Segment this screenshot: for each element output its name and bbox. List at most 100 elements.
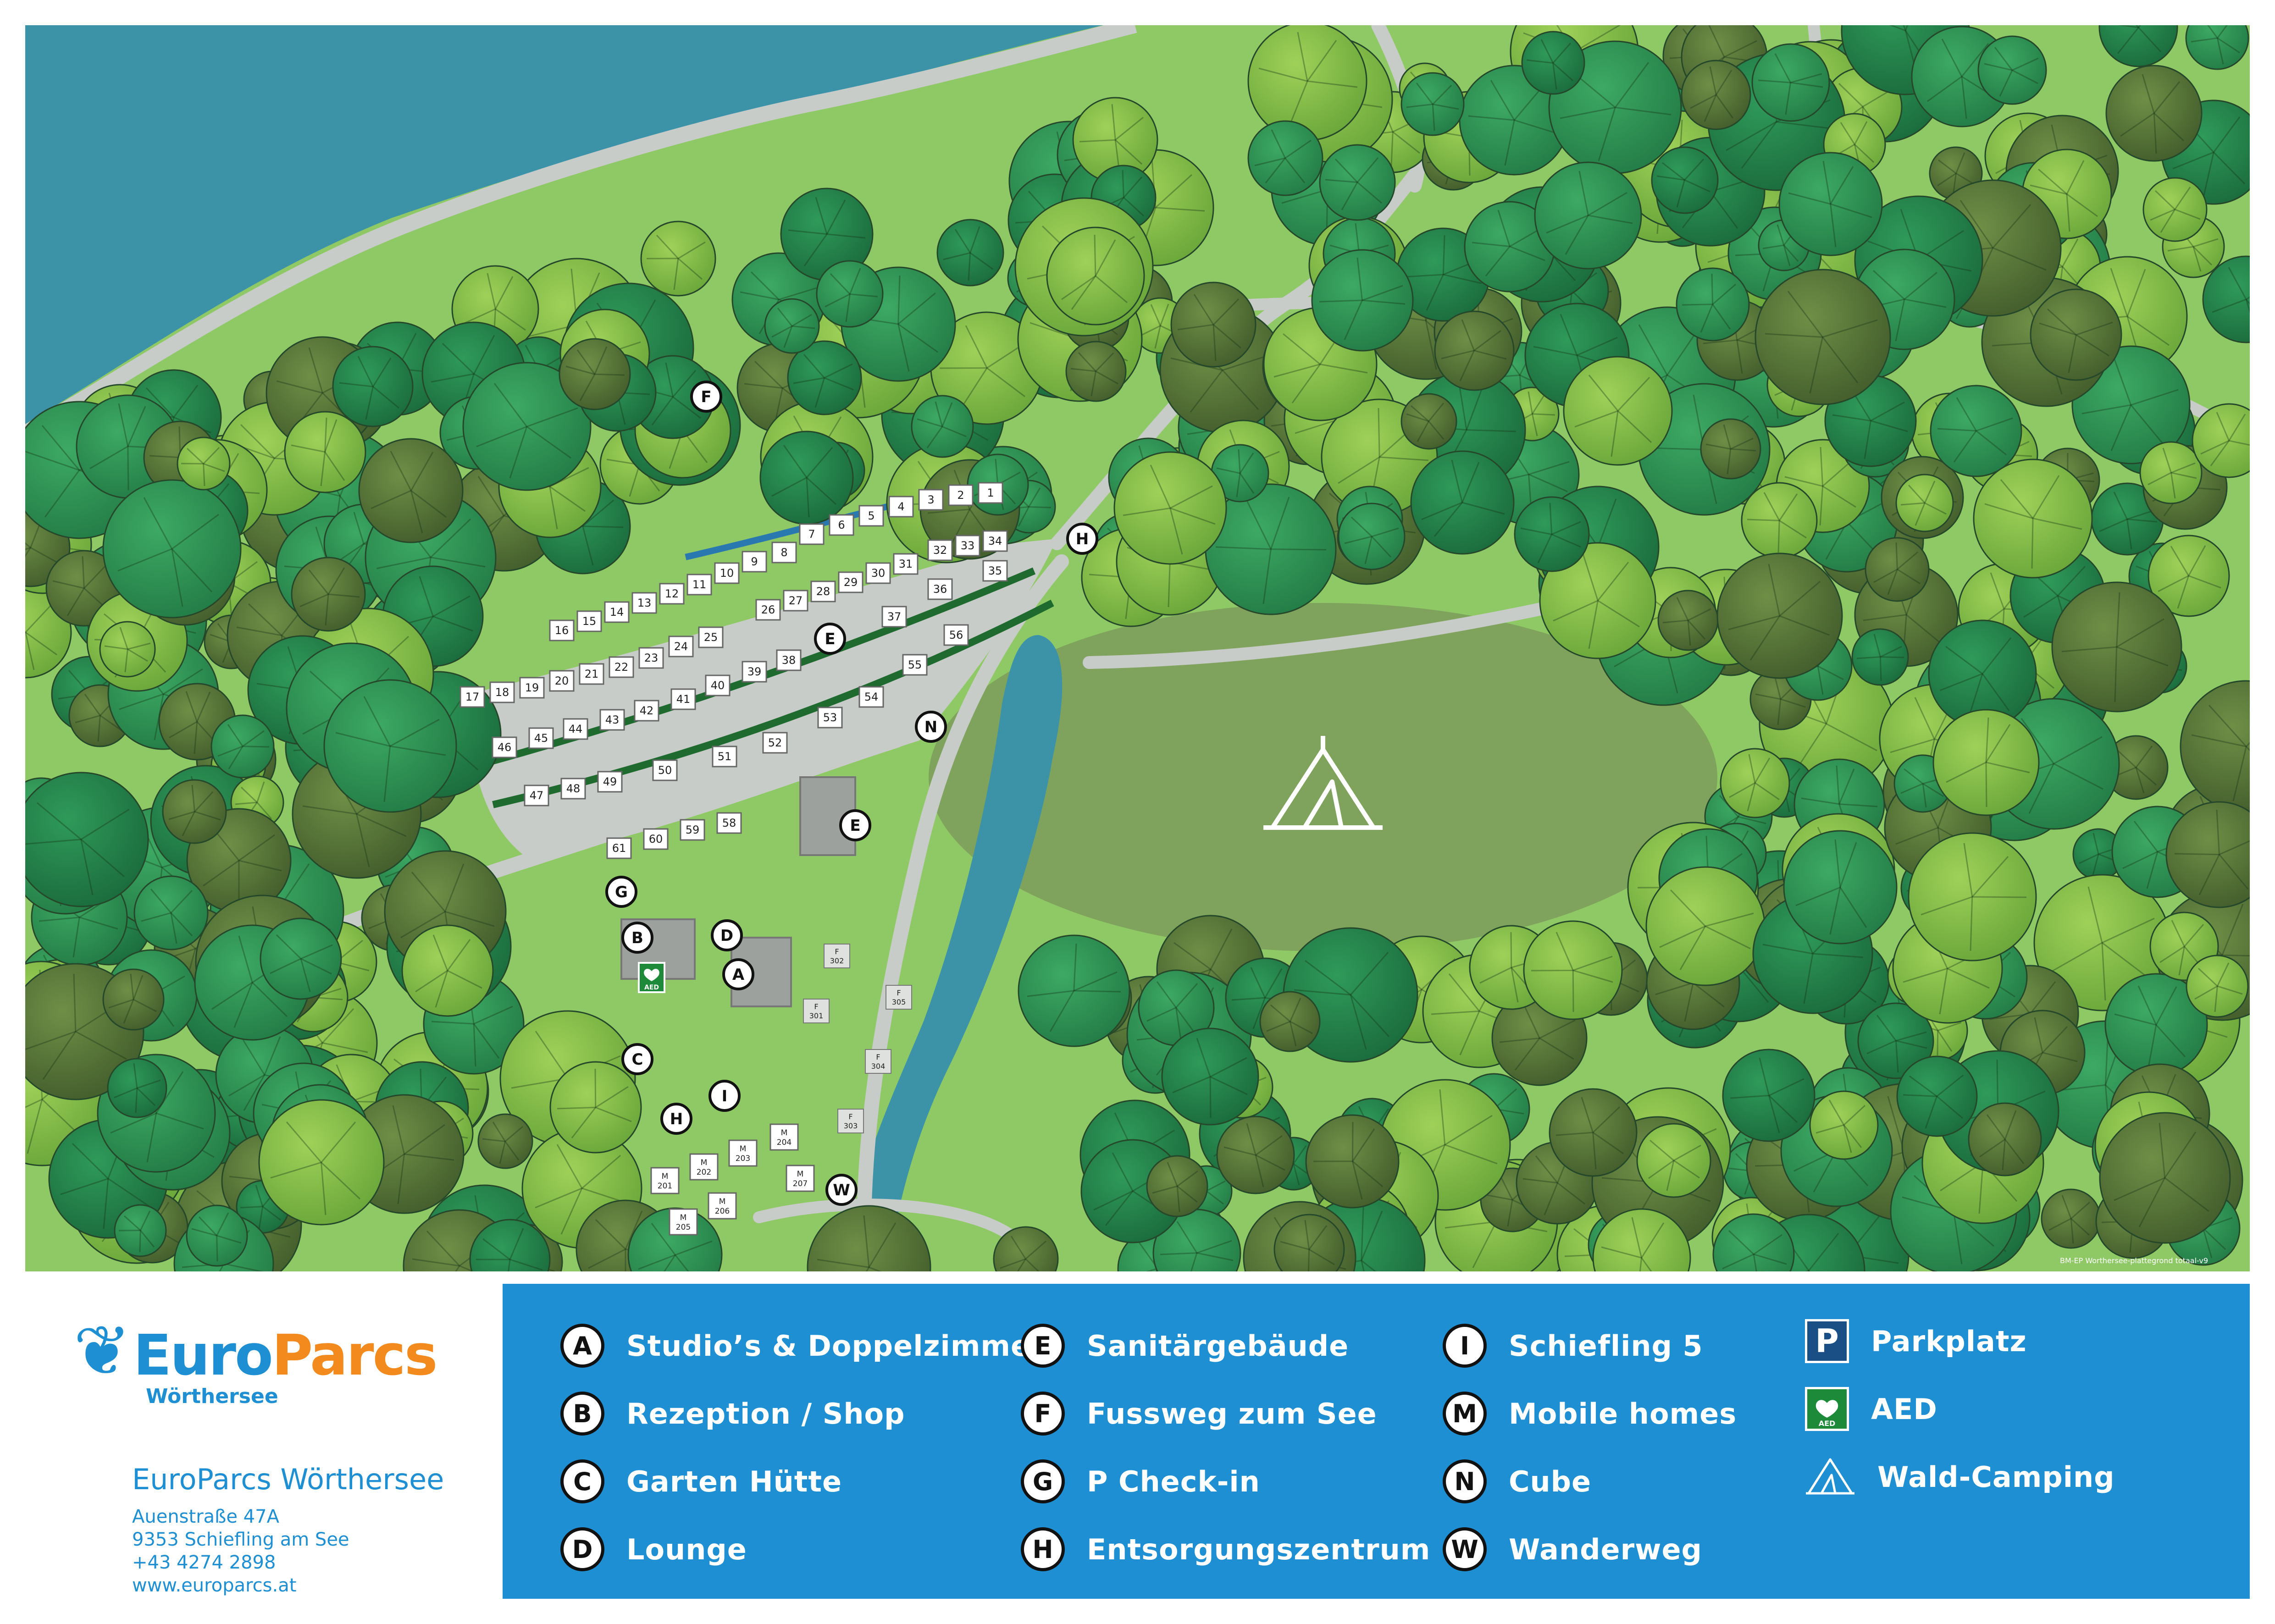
svg-text:202: 202: [697, 1168, 711, 1177]
tree-vein: [1708, 25, 1725, 57]
tree-vein: [1472, 1221, 1497, 1268]
tree-vein: [203, 447, 220, 464]
tree-vein: [651, 396, 674, 425]
pitch-label: 36: [933, 583, 947, 596]
tree-vein: [1010, 1236, 1026, 1259]
tree-vein: [2193, 238, 2219, 248]
tree-vein: [286, 1121, 322, 1163]
tree-vein: [1904, 271, 1937, 300]
tree-vein: [1378, 408, 1380, 458]
tree-vein: [1777, 699, 1782, 725]
tree-vein: [1836, 765, 1840, 804]
tree-vein: [42, 1031, 77, 1080]
tree-vein: [80, 839, 94, 895]
tree-vein: [1870, 401, 1905, 422]
tree-vein: [1485, 246, 1511, 276]
tree-vein: [1996, 1059, 1999, 1111]
tree-vein: [675, 1240, 713, 1256]
tree-vein: [560, 1188, 583, 1235]
tree-vein: [806, 447, 833, 478]
tree-vein: [1289, 998, 1301, 1022]
tree-vein: [1963, 843, 1973, 897]
tree-vein: [2068, 335, 2077, 373]
tree-vein: [1662, 619, 1688, 624]
tree-vein: [1673, 1144, 1701, 1161]
pitch-label: 25: [704, 631, 718, 644]
tree-vein: [2212, 298, 2247, 313]
tree-vein: [754, 360, 783, 389]
tree-vein: [1659, 925, 1706, 948]
tree-vein: [492, 1121, 506, 1142]
tree-vein: [868, 1222, 897, 1268]
tree-vein: [1432, 84, 1452, 105]
tree-vein: [965, 325, 988, 369]
tree-vein: [1617, 376, 1650, 412]
tree-vein: [242, 1039, 266, 1076]
tree-vein: [236, 626, 282, 636]
pitch-55: 55: [902, 654, 928, 676]
tree-vein: [897, 292, 936, 325]
tree-vein: [2034, 1017, 2043, 1053]
tree-vein: [1601, 1246, 1642, 1259]
tree-vein: [1079, 139, 1116, 143]
tree-vein: [2099, 519, 2128, 532]
tree-vein: [1319, 299, 1362, 303]
tree: [549, 1061, 642, 1154]
pitch-label: 51: [718, 750, 732, 763]
tree-vein: [447, 939, 471, 971]
tree-vein: [1592, 1132, 1597, 1170]
tree: [102, 968, 165, 1031]
tree-vein: [526, 407, 578, 427]
tree-vein: [2200, 440, 2230, 455]
tree-vein: [1730, 1094, 1769, 1099]
tree-vein: [203, 463, 225, 472]
tree-vein: [673, 258, 679, 290]
pitch-48: 48: [560, 778, 586, 800]
tree-vein: [1863, 614, 1907, 621]
tree-vein: [960, 367, 988, 409]
svg-text:F: F: [897, 989, 901, 997]
tree-vein: [191, 1228, 217, 1237]
tree-vein: [1431, 1010, 1479, 1015]
tree-vein: [969, 252, 993, 270]
tree-vein: [1903, 1094, 1937, 1097]
pitch-49: 49: [597, 771, 623, 793]
tree: [1338, 503, 1406, 570]
tree-vein: [1856, 656, 1881, 659]
tree-vein: [1961, 76, 1967, 119]
tree: [258, 1099, 385, 1226]
tree-vein: [198, 1216, 217, 1236]
tree-vein: [1290, 1021, 1313, 1034]
camping-clearing: [929, 603, 1717, 951]
tree-vein: [2110, 404, 2132, 451]
pitch-30: 30: [865, 562, 891, 584]
tree-vein: [1822, 319, 1878, 338]
tree-vein: [108, 999, 134, 1009]
tree-vein: [663, 1254, 676, 1271]
tree-vein: [1641, 1222, 1665, 1259]
pond: [846, 635, 1063, 1271]
tree-vein: [1364, 536, 1373, 564]
tree-vein: [1094, 234, 1096, 276]
tree: [1908, 832, 2037, 961]
pitch-19: 19: [519, 677, 545, 699]
pitch-47: 47: [524, 784, 549, 806]
marker-h-pin: H: [660, 1103, 692, 1135]
tree-vein: [1509, 246, 1545, 261]
tree-vein: [1592, 1132, 1624, 1154]
tree-vein: [1361, 1260, 1377, 1271]
tree-vein: [2062, 238, 2079, 267]
tree: [25, 772, 149, 907]
tree-vein: [1270, 497, 1290, 550]
aed-icon: AED: [638, 962, 665, 993]
tree-vein: [1727, 449, 1732, 475]
address-web[interactable]: www.europarcs.at: [132, 1575, 297, 1596]
tree-vein: [2038, 168, 2067, 195]
tree-vein: [2138, 1177, 2166, 1227]
